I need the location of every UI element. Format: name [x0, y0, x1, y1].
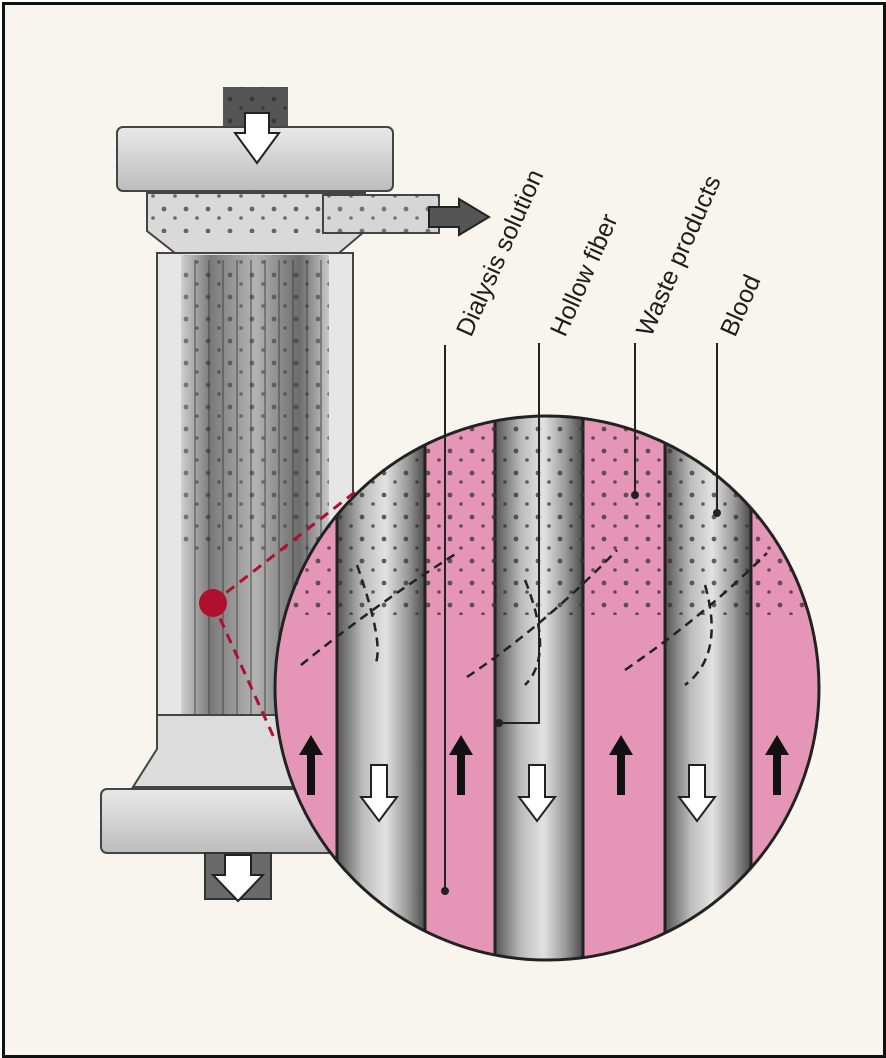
label-hollow-fiber: Hollow fiber — [545, 210, 624, 341]
waste-particles — [275, 415, 835, 615]
dialyzer-diagram: Dialysis solution Hollow fiber Waste pro… — [5, 5, 883, 1055]
label-waste-products: Waste products — [631, 171, 727, 340]
label-dialysis-solution: Dialysis solution — [451, 165, 549, 340]
label-blood: Blood — [715, 271, 767, 341]
